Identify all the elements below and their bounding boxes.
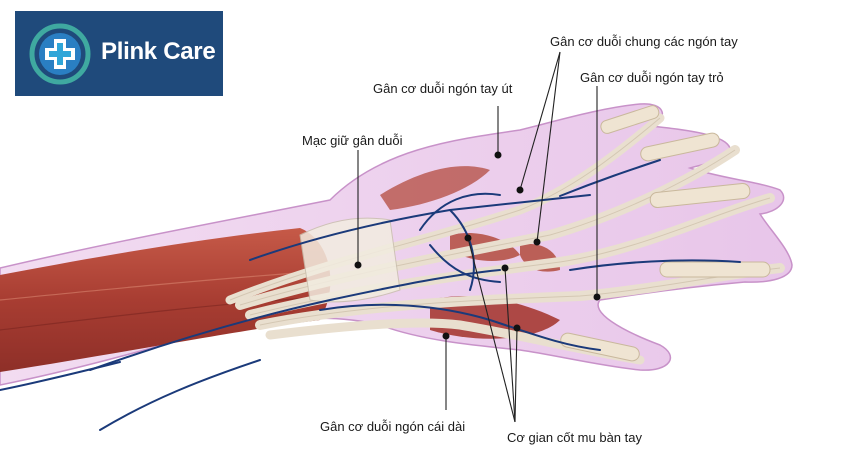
- label-extensor-indicis: Gân cơ duỗi ngón tay trỏ: [580, 70, 724, 85]
- brand-logo: Plink Care: [15, 11, 223, 96]
- label-extensor-pollicis-longus: Gân cơ duỗi ngón cái dài: [320, 419, 466, 434]
- retinaculum-band: [299, 217, 401, 303]
- forearm-muscle: [0, 228, 331, 372]
- brand-name: Plink Care: [101, 38, 216, 65]
- label-extensor-digitorum: Gân cơ duỗi chung các ngón tay: [550, 34, 738, 49]
- leader-dots: [354, 151, 601, 340]
- label-extensor-digiti-minimi: Gân cơ duỗi ngón tay út: [373, 81, 513, 96]
- veins: [0, 159, 741, 431]
- label-extensor-retinaculum: Mạc giữ gân duỗi: [302, 133, 403, 148]
- medical-cross-icon: [29, 23, 91, 85]
- leader-lines: [357, 51, 598, 423]
- label-dorsal-interossei: Cơ gian cốt mu bàn tay: [507, 430, 642, 445]
